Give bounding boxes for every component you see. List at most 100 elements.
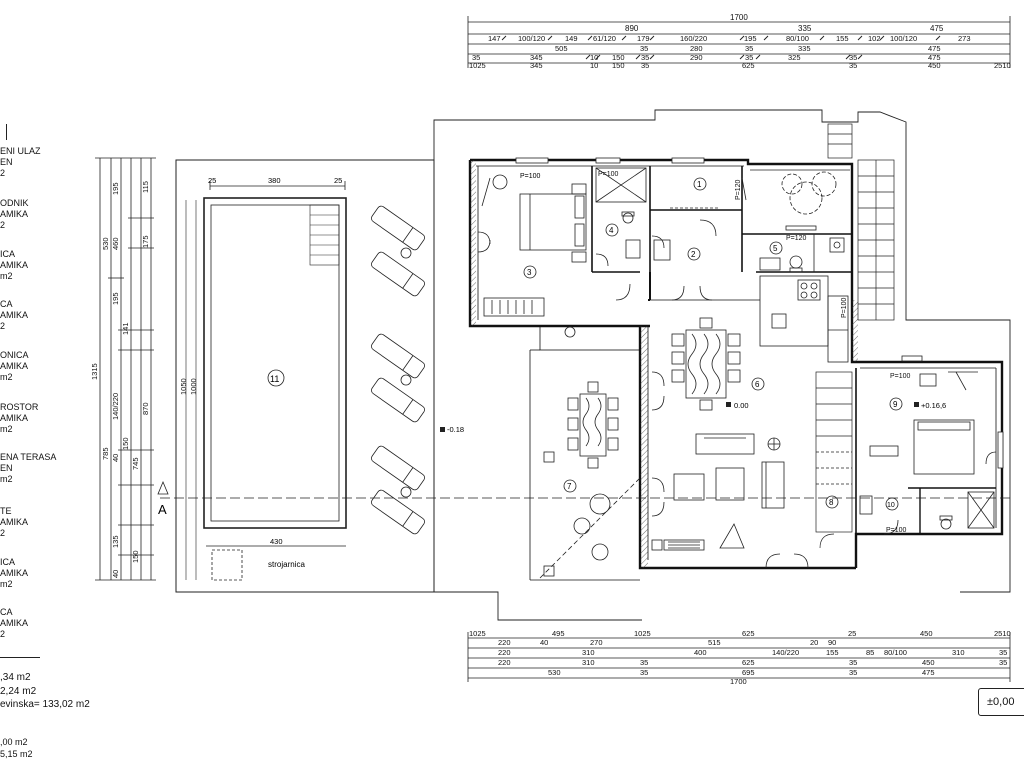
svg-text:195: 195 [744,34,757,43]
svg-text:35: 35 [745,44,753,53]
svg-text:460: 460 [111,237,120,250]
room-9-label: 9 [889,397,903,411]
top-dim-row2: 890 335 475 [625,24,944,33]
pool-area: 25 380 25 11 430 strojarnica [175,159,435,593]
sun-loungers [371,205,425,535]
left-dimension-chains [95,157,156,581]
machine-room [211,549,243,581]
svg-text:35: 35 [849,668,857,677]
svg-text:150: 150 [612,61,625,70]
svg-text:270: 270 [590,638,603,647]
svg-text:35: 35 [849,61,857,70]
room-marker-11 [267,369,285,387]
level-reference-value: ±0,00 [987,696,1015,708]
svg-text:1025: 1025 [469,61,486,70]
room-5 [759,225,845,273]
svg-text:P=100: P=100 [520,173,541,180]
svg-text:85: 85 [866,648,874,657]
machine-room-label: strojarnica [268,560,305,569]
svg-text:80/100: 80/100 [786,34,809,43]
svg-text:1: 1 [697,180,702,189]
svg-text:35: 35 [640,668,648,677]
svg-text:40: 40 [111,454,120,462]
pool-dim-width: 380 [268,176,281,185]
svg-text:9: 9 [893,400,898,409]
top-dim-row1: 1700 [730,13,748,22]
svg-text:695: 695 [742,668,755,677]
svg-text:1025: 1025 [469,629,486,638]
window-6-label: P=100 [841,297,848,318]
room-9-furniture [869,355,1004,475]
left-dim-texts: 1315 530 785 195 460 195 140/220 141 150… [90,181,198,578]
room-1 [670,157,747,209]
svg-text:3: 3 [527,268,532,277]
svg-text:10: 10 [590,53,598,62]
svg-text:290: 290 [690,53,703,62]
svg-text:625: 625 [742,61,755,70]
level-reference-box: ±0,00 [978,688,1024,716]
dim-text: 335 [798,24,812,33]
room-7-label: 7 [563,479,577,493]
dining-table-6 [671,317,741,411]
svg-text:150: 150 [121,437,130,450]
bottom-dim-row3: 220 310 35 625 35 450 35 [498,658,1007,667]
svg-text:1315: 1315 [90,363,99,380]
svg-text:785: 785 [101,447,110,460]
svg-text:35: 35 [999,648,1007,657]
hatched-walls [470,160,858,568]
bottom-dim-row5: 1700 [730,677,747,686]
svg-text:35: 35 [849,658,857,667]
svg-text:625: 625 [742,629,755,638]
svg-text:150: 150 [612,53,625,62]
svg-text:141: 141 [121,322,130,335]
svg-text:475: 475 [922,668,935,677]
room-4 [595,157,647,301]
svg-text:35: 35 [472,53,480,62]
svg-text:310: 310 [952,648,965,657]
svg-text:35: 35 [641,61,649,70]
room-10-label: 10 [885,497,899,511]
room-7-furniture [539,326,641,579]
svg-text:530: 530 [548,668,561,677]
svg-text:100/120: 100/120 [890,34,917,43]
room-2-label: 2 [687,247,701,261]
svg-text:345: 345 [530,53,543,62]
room-3-furniture [477,174,587,317]
pool-dim-left: 25 [208,176,216,185]
svg-text:155: 155 [826,648,839,657]
svg-text:35: 35 [999,658,1007,667]
svg-text:35: 35 [640,44,648,53]
level-bedroom: +0.16,6 [914,401,946,410]
svg-text:7: 7 [567,482,572,491]
pool-steps [309,204,340,266]
svg-text:345: 345 [530,61,543,70]
svg-text:140/220: 140/220 [111,393,120,420]
svg-text:310: 310 [582,658,595,667]
window-5-label: P=120 [786,235,807,242]
svg-text:179: 179 [637,34,650,43]
svg-text:5: 5 [773,244,778,253]
top-dim-row4: 505 35 280 35 335 475 [555,44,941,53]
svg-text:273: 273 [958,34,971,43]
svg-text:1700: 1700 [730,677,747,686]
svg-text:450: 450 [920,629,933,638]
room-5-label: 5 [769,241,783,255]
svg-text:325: 325 [788,53,801,62]
pool-dim-right: 25 [334,176,342,185]
svg-text:400: 400 [694,648,707,657]
svg-text:61/120: 61/120 [593,34,616,43]
svg-text:515: 515 [708,638,721,647]
svg-text:475: 475 [928,44,941,53]
svg-text:745: 745 [131,457,140,470]
svg-text:35: 35 [849,53,857,62]
dim-text: 1700 [730,13,748,22]
svg-text:90: 90 [828,638,836,647]
svg-text:35: 35 [745,53,753,62]
svg-text:80/100: 80/100 [884,648,907,657]
svg-text:6: 6 [755,380,760,389]
svg-text:25: 25 [848,629,856,638]
svg-text:147: 147 [488,34,501,43]
bottom-dimension-chains [467,632,1011,682]
svg-text:220: 220 [498,658,511,667]
